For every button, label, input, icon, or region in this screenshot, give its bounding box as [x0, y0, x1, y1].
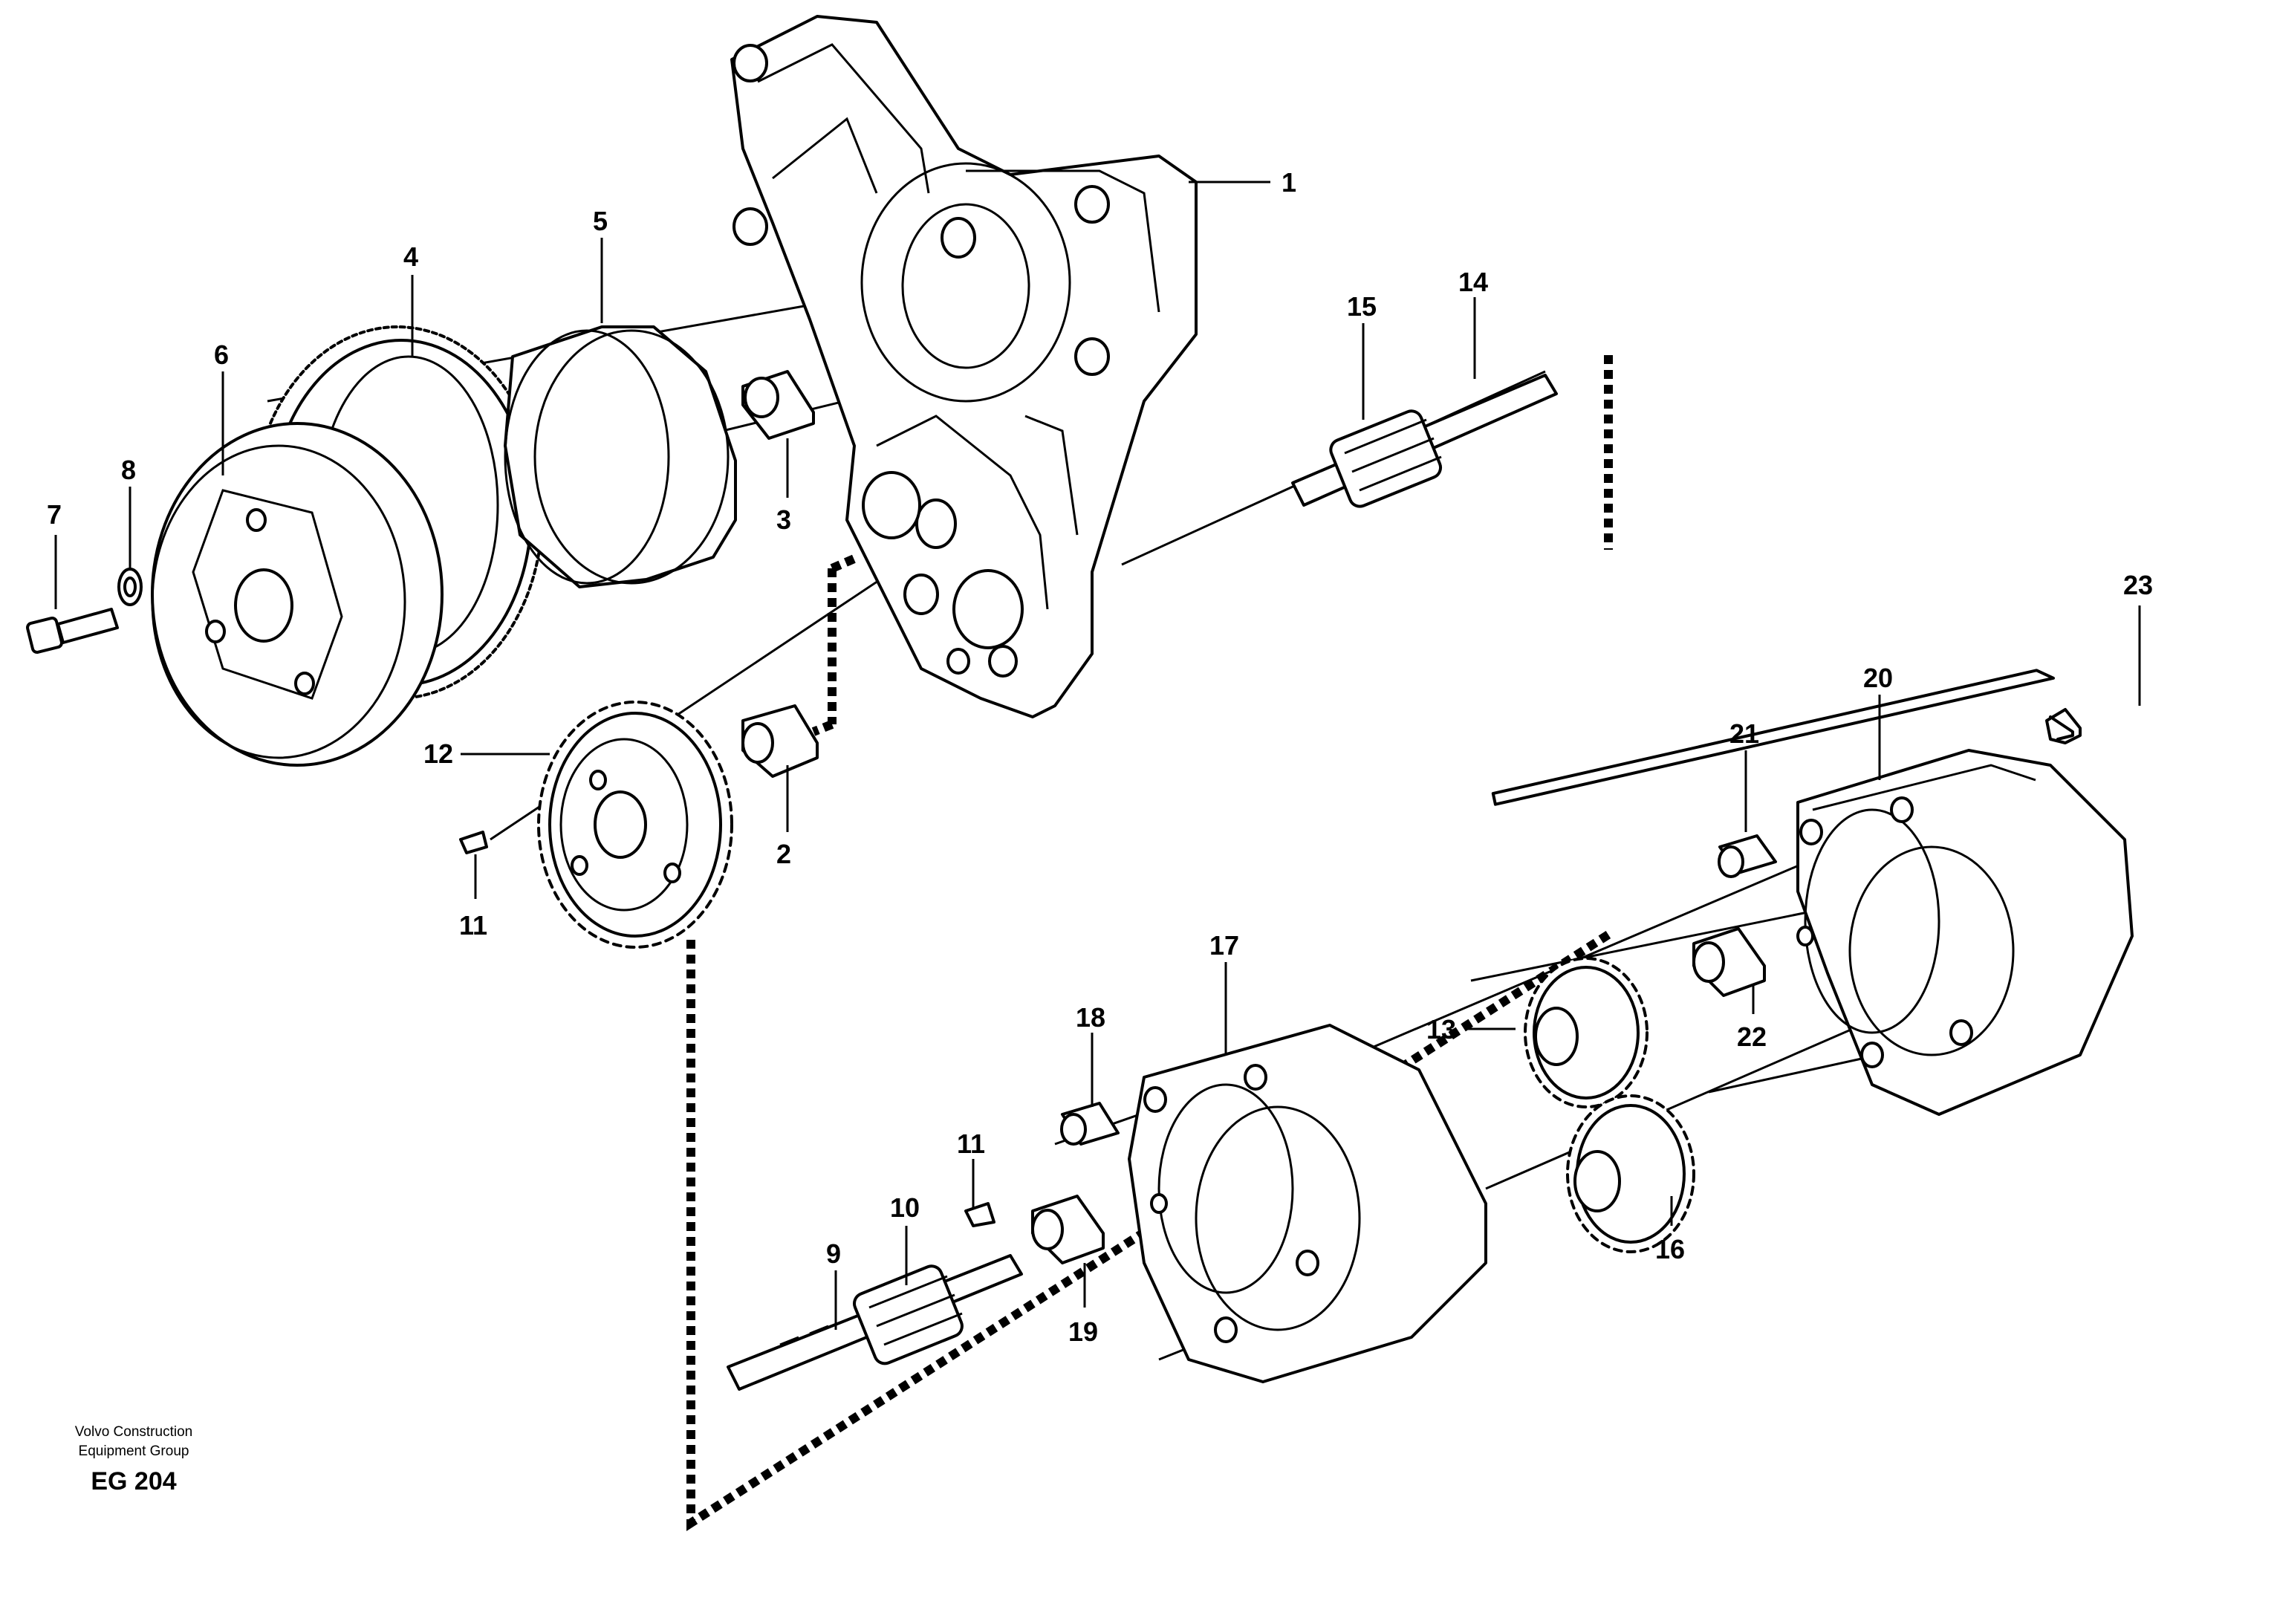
callout-22: 22: [1737, 1022, 1767, 1052]
bushing-18: [1060, 1102, 1120, 1146]
diagram-code: EG 204: [91, 1467, 177, 1495]
callout-14: 14: [1458, 267, 1488, 297]
dashed-connection-link-2: [811, 720, 834, 736]
callout-12: 12: [423, 738, 453, 769]
drive-gear: [537, 701, 733, 949]
key-lower: [964, 1202, 995, 1227]
callout-10: 10: [890, 1192, 920, 1223]
callout-leaders: [54, 181, 2141, 1330]
callout-4: 4: [403, 241, 418, 272]
dashed-connection-line: [686, 355, 1613, 1531]
callout-19: 19: [1068, 1316, 1098, 1347]
callout-7: 7: [47, 499, 62, 530]
callout-8: 8: [121, 455, 136, 485]
pump-housing: [730, 15, 1198, 718]
bushing-19: [1031, 1195, 1105, 1264]
callout-15: 15: [1347, 291, 1377, 322]
pulley-hub: [151, 422, 444, 767]
rear-pump-cover: [1796, 749, 2134, 1116]
dashed-connection-link: [830, 554, 857, 573]
bushing-21: [1718, 834, 1777, 878]
callout-21: 21: [1729, 718, 1759, 749]
callout-6: 6: [214, 340, 229, 370]
callout-18: 18: [1076, 1002, 1105, 1033]
callout-5: 5: [593, 206, 608, 236]
pinion-shaft-lower: [727, 1254, 1023, 1391]
bushing-lower: [741, 704, 819, 778]
long-bolt: [1491, 669, 2082, 806]
bolt-7: [26, 608, 119, 654]
callout-1: 1: [1282, 167, 1296, 198]
key-upper: [459, 831, 488, 854]
front-pump-body: [1128, 1024, 1487, 1383]
publisher-credit: Volvo Construction Equipment Group: [45, 1423, 223, 1461]
bushing-22: [1692, 927, 1766, 997]
callout-17: 17: [1209, 930, 1239, 961]
callout-20: 20: [1863, 663, 1893, 693]
ring-cover: [504, 325, 737, 588]
callout-3: 3: [776, 504, 791, 535]
pinion-shaft-upper: [1291, 374, 1558, 508]
callout-11-upper: 11: [459, 910, 487, 941]
callout-2: 2: [776, 839, 791, 869]
gear-16: [1566, 1094, 1695, 1253]
callout-13: 13: [1426, 1014, 1456, 1045]
callout-16: 16: [1655, 1234, 1685, 1264]
callout-9: 9: [826, 1238, 841, 1269]
callout-11-lower: 11: [957, 1128, 985, 1159]
callout-labels: 1 2 3 4 5 6 7 8 9 10 11 11 12 13 14 15 1…: [47, 167, 2153, 1347]
credit-line-2: Equipment Group: [78, 1443, 189, 1459]
credit-line-1: Volvo Construction: [74, 1424, 193, 1440]
bushing-upper: [741, 370, 815, 440]
washer-8: [117, 568, 143, 606]
gear-13: [1524, 957, 1649, 1108]
callout-23: 23: [2123, 570, 2153, 600]
